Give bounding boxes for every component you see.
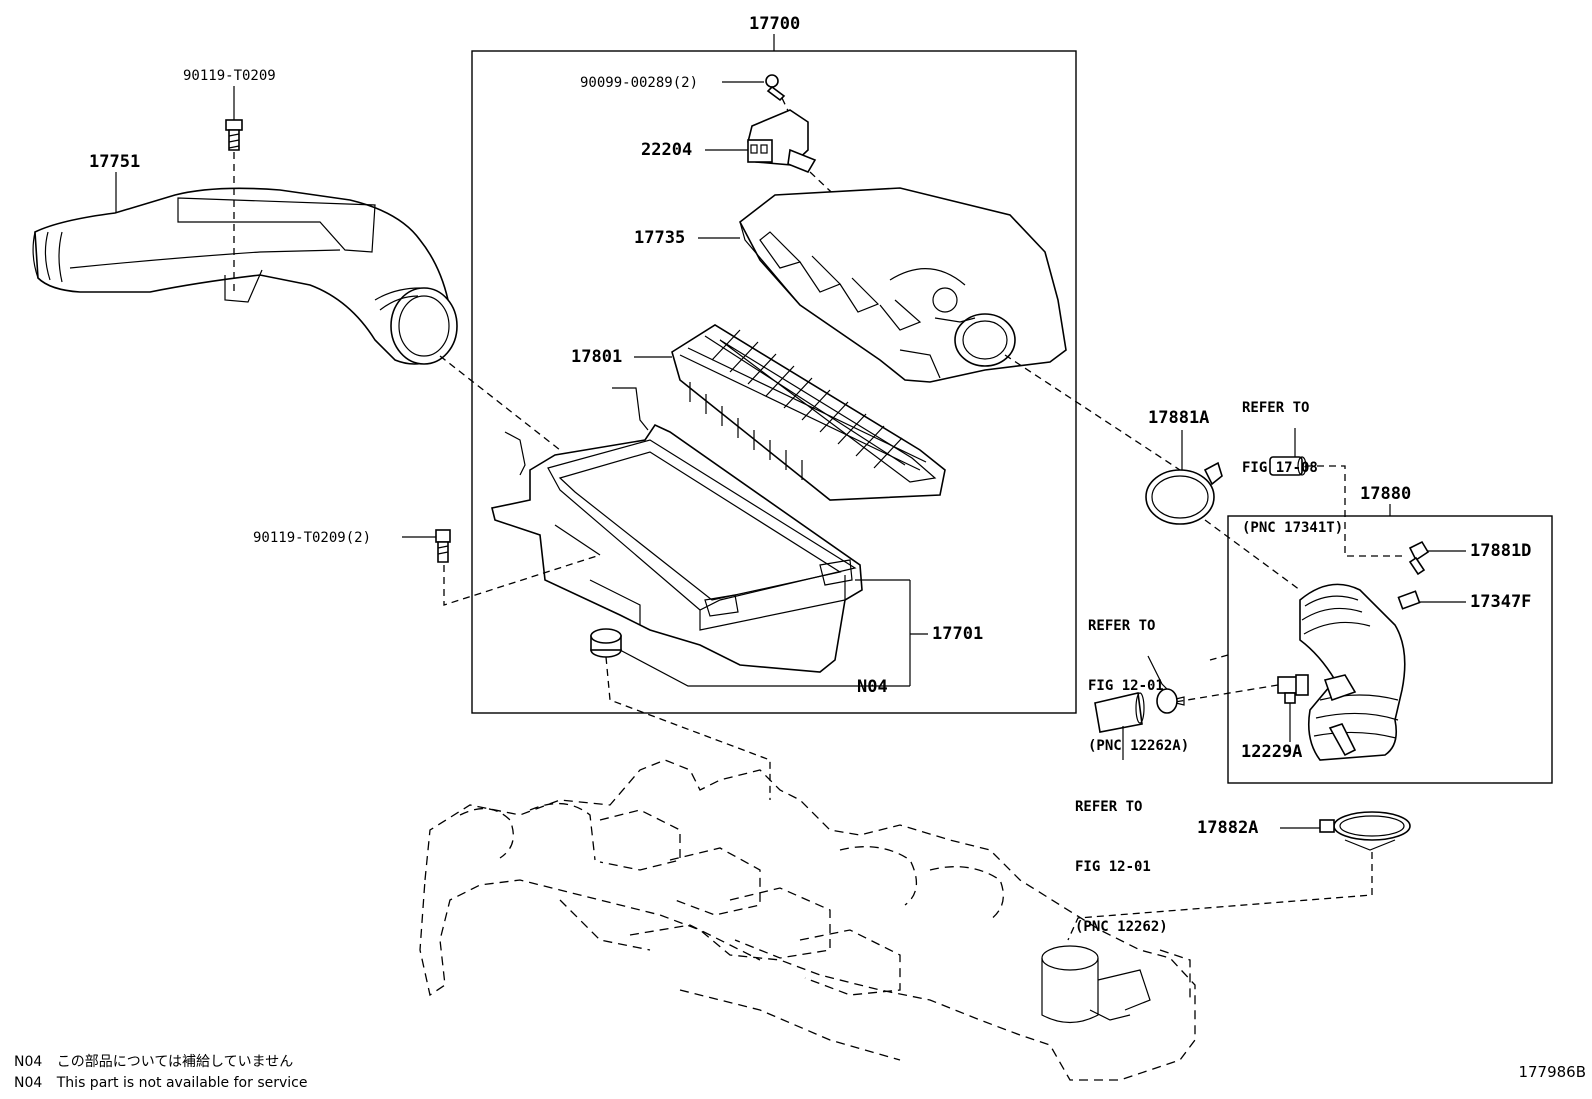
label-12229a: 12229A: [1241, 742, 1303, 762]
ref-fig-12-01-b-line3: (PNC 12262): [1075, 919, 1168, 935]
screw-90099: [765, 74, 786, 102]
label-17880: 17880: [1360, 484, 1412, 504]
ref-fig-12-01-a-line1: REFER TO: [1088, 618, 1156, 634]
label-90119-side: 90119-T0209(2): [253, 530, 372, 546]
label-90119-top: 90119-T0209: [183, 68, 276, 84]
bolt-90119-top: [225, 119, 243, 151]
label-90099: 90099-00289(2): [580, 75, 699, 91]
pipe-ref-12262: [1094, 692, 1145, 733]
dash-12229a: [1174, 684, 1279, 703]
ref-fig-12-01-a-line2: FIG 12-01: [1088, 678, 1164, 694]
plug-17347f: [1397, 590, 1421, 610]
dash-90119-side: [443, 554, 601, 606]
ref-fig-12-01-a-line3: (PNC 12262A): [1088, 738, 1190, 754]
filter-element-17801: [671, 324, 946, 501]
dash-17882a-to-engine: [1067, 852, 1373, 941]
dash-cover-to-hose: [1004, 354, 1181, 471]
label-17700: 17700: [749, 14, 801, 34]
label-17735: 17735: [634, 228, 686, 248]
label-17882a: 17882A: [1197, 818, 1259, 838]
note-n04-en-text: This part is not available for service: [56, 1075, 308, 1091]
note-n04-jp-text: この部品については補給していません: [56, 1054, 294, 1070]
label-n04: N04: [857, 677, 888, 697]
note-n04-japanese: N04 この部品については補給していません: [14, 1052, 293, 1072]
label-22204: 22204: [641, 140, 693, 160]
label-17881a: 17881A: [1148, 408, 1210, 428]
ref-fig-17-08-line3: (PNC 17341T): [1242, 520, 1344, 536]
dash-duct-to-tray: [439, 355, 561, 451]
ref-fig-12-01-b: REFER TO FIG 12-01 (PNC 12262): [1075, 757, 1168, 957]
note-n04-en-code: N04: [14, 1075, 43, 1091]
cleaner-case-17701: [491, 387, 863, 673]
note-n04-jp-code: N04: [14, 1054, 43, 1070]
label-17881d: 17881D: [1470, 541, 1532, 561]
label-17751: 17751: [89, 152, 141, 172]
clip-17881d: [1408, 540, 1430, 576]
intake-duct-17751: [32, 187, 458, 365]
ref-fig-12-01-a: REFER TO FIG 12-01 (PNC 12262A): [1088, 576, 1189, 776]
leader-n04: [619, 649, 910, 687]
throttle-body: [1041, 945, 1151, 1024]
ref-fig-12-01-b-line2: FIG 12-01: [1075, 859, 1151, 875]
figure-id: 177986B: [1518, 1063, 1586, 1081]
label-17801: 17801: [571, 347, 623, 367]
ref-fig-17-08-line2: FIG 17-08: [1242, 460, 1318, 476]
ref-fig-17-08-line1: REFER TO: [1242, 400, 1310, 416]
intake-hose-17880: [1299, 583, 1406, 761]
dash-clamp-to-hose: [1204, 519, 1301, 591]
label-17701: 17701: [932, 624, 984, 644]
maf-sensor-22204: [747, 109, 817, 173]
dash-17341t: [1305, 465, 1405, 557]
ref-fig-12-01-b-line1: REFER TO: [1075, 799, 1143, 815]
clamp-17881a: [1145, 461, 1223, 525]
label-17347f: 17347F: [1470, 592, 1532, 612]
grommet-n04: [590, 628, 622, 658]
clamp-17882a: [1319, 811, 1411, 851]
engine-phantom-outline: [419, 759, 1196, 1081]
leader-ref-1201a: [1147, 655, 1168, 690]
cleaner-cover-17735: [738, 187, 1067, 383]
bolt-90119-side: [435, 529, 451, 563]
dash-hose-to-engine: [1209, 654, 1229, 661]
ref-fig-17-08: REFER TO FIG 17-08 (PNC 17341T): [1242, 358, 1343, 558]
dash-n04-to-engine: [605, 656, 771, 800]
gasket-ref-12262a: [1156, 688, 1185, 714]
note-n04-english: N04 This part is not available for servi…: [14, 1073, 307, 1093]
fitting-12229a: [1277, 674, 1309, 704]
hose-ref-17341t: [1269, 456, 1307, 476]
